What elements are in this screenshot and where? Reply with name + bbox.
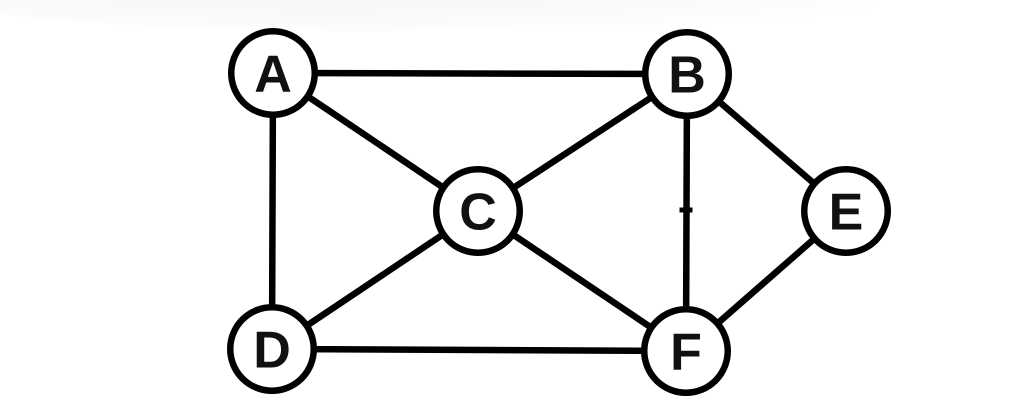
node-circle-D	[227, 304, 317, 394]
node-label-B: B	[668, 46, 706, 104]
node-label-E: E	[829, 183, 864, 241]
node-circle-A	[228, 28, 318, 118]
node-C: C	[433, 166, 523, 256]
node-label-A: A	[254, 45, 292, 103]
edge-D-F	[271, 345, 687, 355]
node-circle-E	[801, 166, 891, 256]
edge-A-D	[268, 72, 277, 350]
node-label-D: D	[253, 321, 291, 379]
node-F: F	[641, 306, 731, 396]
nodes-layer: A B C D E F	[227, 28, 891, 396]
node-E: E	[801, 166, 891, 256]
node-label-C: C	[459, 183, 497, 241]
node-D: D	[227, 304, 317, 394]
node-circle-B	[642, 29, 732, 119]
node-B: B	[642, 29, 732, 119]
edges-layer	[268, 69, 849, 355]
node-circle-F	[641, 306, 731, 396]
edge-A-B	[272, 69, 688, 78]
node-circle-C	[433, 166, 523, 256]
node-A: A	[228, 28, 318, 118]
node-label-F: F	[670, 323, 702, 381]
